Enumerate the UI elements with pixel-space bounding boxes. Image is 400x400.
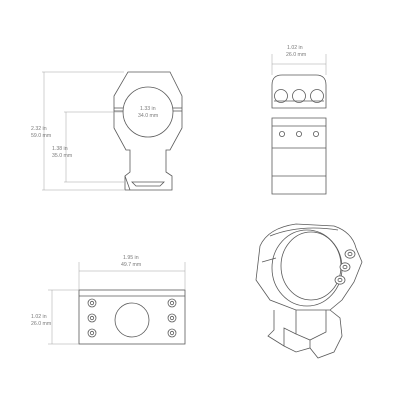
total-height-in: 2.32 in [31, 126, 47, 132]
front-view: 1.33 in 34.0 mm 2.32 in 59.0 mm 1.38 in … [31, 71, 183, 191]
top-screw-l1 [87, 298, 97, 308]
persp-screw-2-inner [342, 264, 348, 270]
top-screw-r2 [167, 313, 177, 323]
side-width-mm: 26.0 mm [286, 52, 306, 58]
top-screw-r1 [167, 298, 177, 308]
front-bore-dim-in: 1.33 in [140, 106, 156, 112]
top-width-mm: 26.0 mm [31, 321, 51, 327]
top-width-in: 1.02 in [31, 314, 47, 320]
top-center-circle [114, 302, 150, 338]
persp-base-outline [267, 309, 343, 359]
side-screw-1 [274, 89, 288, 103]
persp-screw-1 [344, 249, 356, 259]
persp-screw-2 [339, 262, 351, 272]
top-screw-l3 [87, 328, 97, 338]
persp-top-ridge [269, 227, 339, 237]
top-view: 1.95 in 49.7 mm 1.02 in 26.0 mm [31, 255, 186, 345]
top-length-mm: 49.7 mm [121, 262, 141, 268]
top-screw-l2-inner [89, 315, 95, 321]
persp-screw-3 [334, 275, 346, 285]
side-hole-1 [278, 130, 285, 137]
persp-base-inner [295, 310, 327, 341]
top-length-in: 1.95 in [123, 255, 139, 261]
top-screw-l2 [87, 313, 97, 323]
side-screw-3 [310, 89, 324, 103]
front-clamp-bar [131, 181, 165, 187]
center-height-mm: 35.0 mm [52, 153, 72, 159]
persp-screw-3-inner [337, 277, 343, 283]
perspective-view [255, 223, 363, 359]
front-bore-dim-mm: 34.0 mm [138, 113, 158, 119]
top-screw-r3 [167, 328, 177, 338]
total-height-mm: 59.0 mm [31, 133, 51, 139]
side-screw-2 [292, 89, 306, 103]
side-hole-3 [312, 130, 319, 137]
side-top-block [271, 74, 327, 109]
persp-split-line [261, 257, 277, 263]
front-jaw-line [124, 175, 131, 191]
top-screw-l1-inner [89, 300, 95, 306]
side-width-in: 1.02 in [287, 45, 303, 51]
side-view: 1.02 in 26.0 mm [271, 45, 327, 195]
persp-ring-outline [255, 223, 363, 311]
front-ring-outline [113, 71, 183, 191]
top-screw-r2-inner [169, 315, 175, 321]
top-screw-r1-inner [169, 300, 175, 306]
top-screw-l3-inner [89, 330, 95, 336]
front-bore-circle [122, 86, 174, 138]
center-height-in: 1.38 in [52, 146, 68, 152]
top-screw-r3-inner [169, 330, 175, 336]
top-body [78, 289, 186, 345]
side-lower-block [271, 117, 327, 195]
persp-bore-inner [280, 231, 342, 301]
persp-screw-1-inner [347, 251, 353, 257]
persp-base-clamp [283, 327, 297, 346]
side-hole-2 [295, 130, 302, 137]
